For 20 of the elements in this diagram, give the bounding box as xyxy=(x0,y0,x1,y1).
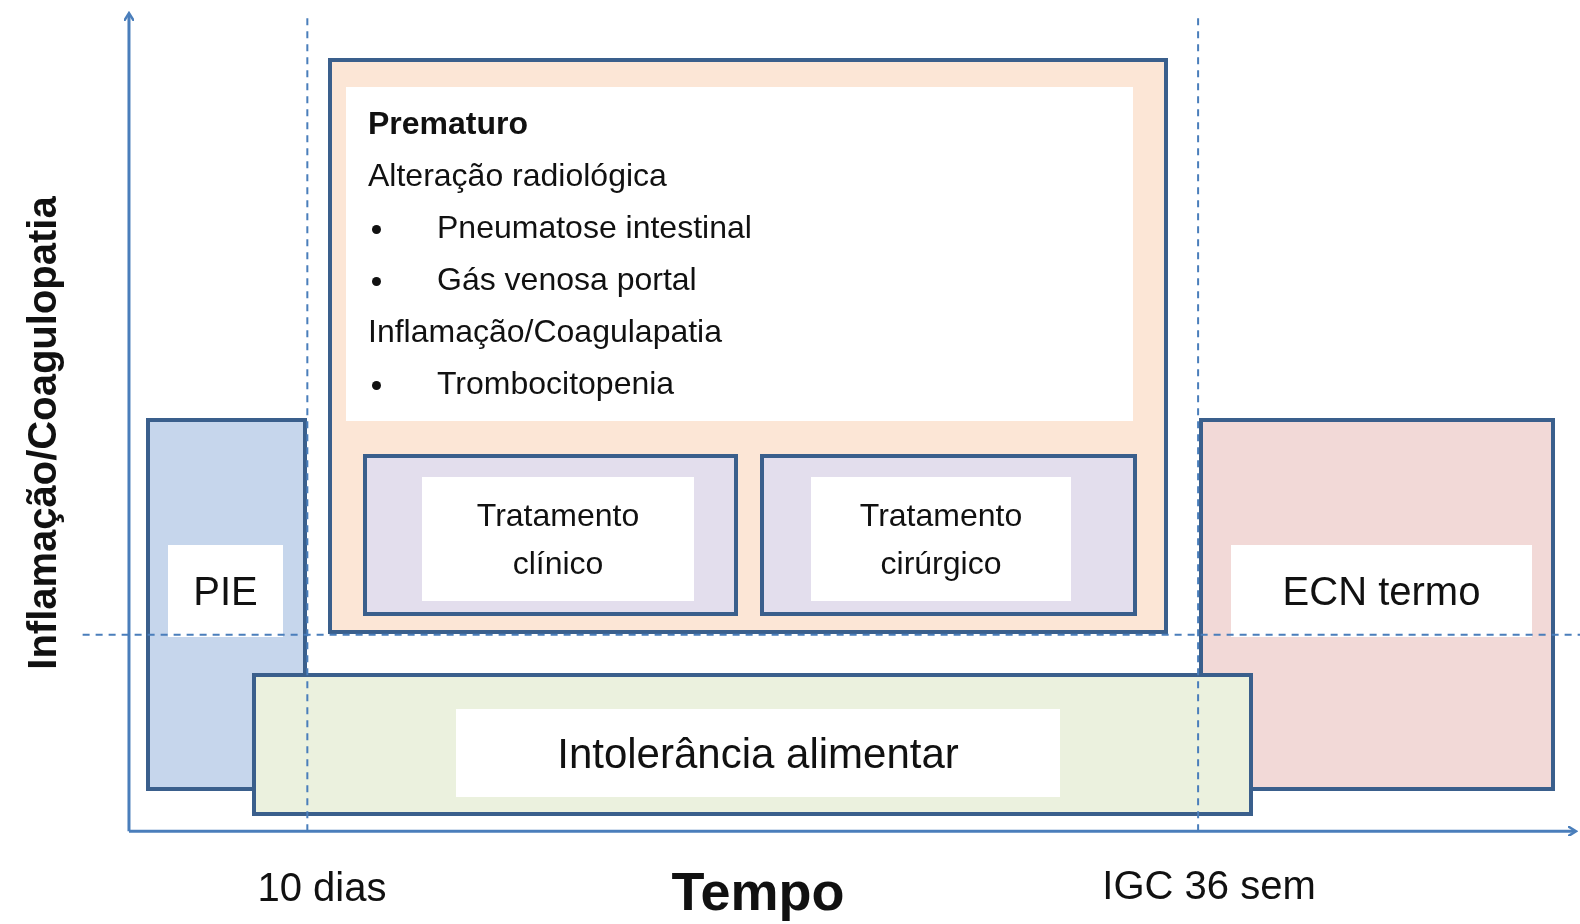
axis-tick-label: IGC 36 sem xyxy=(1102,862,1316,908)
list-item: Trombocitopenia xyxy=(437,365,675,402)
category-box xyxy=(1199,418,1555,791)
symptom-box xyxy=(252,673,1253,816)
stage-box xyxy=(328,58,1168,634)
section-text: Inflamação/Coagulapatia xyxy=(368,313,722,350)
box-label: Tratamento clínico xyxy=(475,496,641,583)
box-label: PIE xyxy=(193,568,258,615)
axis-title: Tempo xyxy=(671,860,845,922)
treatment-box xyxy=(760,454,1137,616)
section-text: Alteração radiológica xyxy=(368,157,667,194)
list-item: Pneumatose intestinal xyxy=(437,209,752,246)
box-label: Intolerância alimentar xyxy=(557,728,959,779)
list-item: Gás venosa portal xyxy=(437,261,697,298)
treatment-box xyxy=(363,454,738,616)
heading-text: Prematuro xyxy=(368,105,529,142)
axis-tick-label: 10 dias xyxy=(257,864,387,910)
box-label: Tratamento cirúrgico xyxy=(858,496,1024,583)
box-label: ECN termo xyxy=(1282,568,1481,615)
axis-title: Inflamação/Coagulopatia xyxy=(19,196,65,670)
